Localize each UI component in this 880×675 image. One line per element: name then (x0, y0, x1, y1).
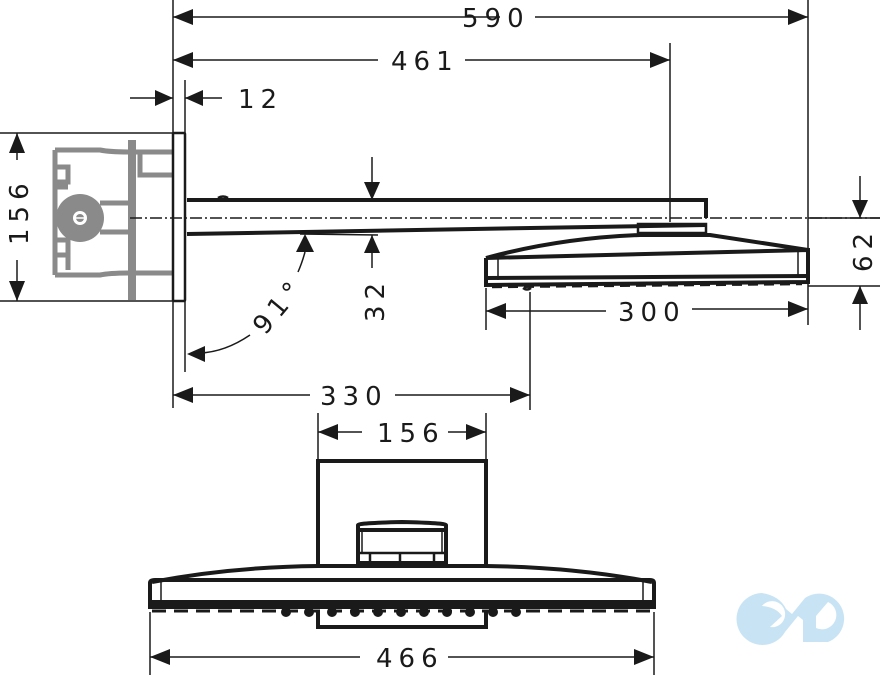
dim-label-156-horizontal: 156 (377, 419, 445, 449)
dim-label-156-vertical: 156 (5, 177, 35, 245)
dim-label-91-angle: 91° (247, 272, 311, 340)
dim-461: 461 (173, 43, 671, 222)
dim-label-62: 62 (849, 227, 879, 272)
shower-head-front (148, 564, 656, 629)
dim-62: 62 (808, 176, 880, 330)
side-view: 590 461 12 156 (0, 0, 880, 412)
dim-label-461: 461 (391, 47, 459, 77)
dim-156-vertical: 156 (0, 132, 173, 302)
dim-label-12: 12 (238, 85, 283, 115)
dim-330: 330 (173, 292, 531, 412)
dim-label-466: 466 (376, 644, 444, 674)
dim-91-angle: 91° (187, 234, 314, 362)
infinity-logo-icon (736, 593, 845, 645)
dim-12: 12 (130, 85, 283, 115)
dim-590: 590 (173, 0, 809, 325)
mounting-box-icon (52, 140, 172, 300)
connector-block (356, 519, 448, 565)
nozzle-row (281, 607, 521, 617)
dim-label-590: 590 (462, 4, 530, 34)
shower-arm (186, 195, 708, 236)
dim-32: 32 (361, 157, 391, 322)
wall-plate-front (316, 459, 488, 566)
dim-label-32: 32 (361, 277, 391, 322)
shower-head-side (484, 222, 810, 291)
wall-plate (171, 131, 187, 303)
dim-300: 300 (485, 288, 808, 330)
dim-466: 466 (149, 612, 655, 675)
dim-label-300: 300 (618, 298, 686, 328)
front-view: 156 (148, 413, 656, 675)
dim-label-330: 330 (320, 382, 388, 412)
dim-156-horizontal: 156 (317, 413, 487, 460)
